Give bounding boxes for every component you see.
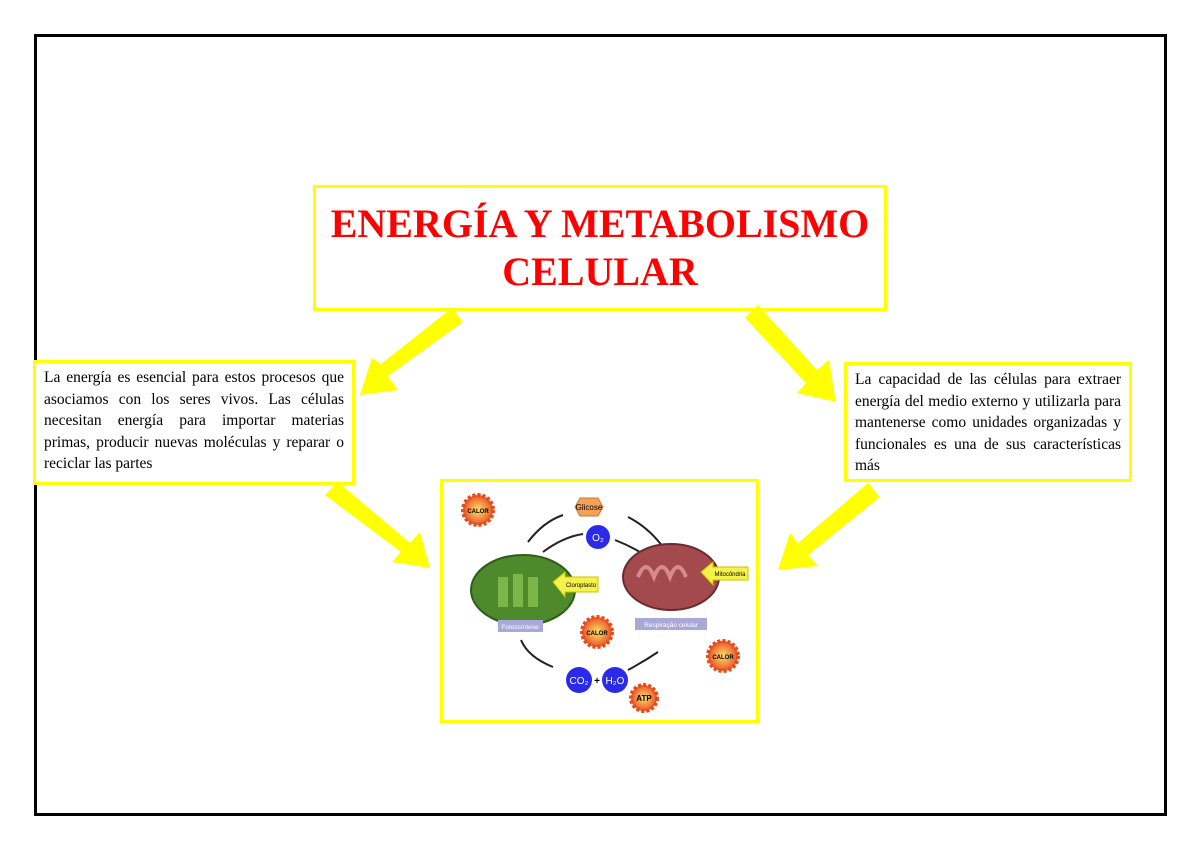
o2-label: O₂ [592,533,604,544]
mitocondria-label: Mitocôndria [714,572,746,578]
title-line-2: CELULAR [502,249,698,294]
calor-icon: CALOR [580,615,614,649]
page-title: ENERGÍA Y METABOLISMO CELULAR [331,200,870,296]
glicose-label: Glicose [576,503,603,512]
title-line-1: ENERGÍA Y METABOLISMO [330,201,870,246]
atp-icon: ATP [629,683,659,713]
title-box: ENERGÍA Y METABOLISMO CELULAR [313,185,887,311]
svg-text:CALOR: CALOR [467,509,489,515]
svg-text:CALOR: CALOR [712,655,734,661]
co2-label: CO₂ [570,676,589,687]
arrow-title-to-right [745,305,836,402]
respiracao-label: Respiração celular [644,622,699,629]
arrow-title-to-left [360,308,463,395]
arrow-left-to-diagram [325,482,430,568]
left-text-box: La energía es esencial para estos proces… [33,360,355,485]
calor-icon: CALOR [706,639,740,673]
plus-label: + [594,676,600,687]
calor-icon: CALOR [461,493,495,527]
svg-text:ATP: ATP [636,694,652,703]
arrow-right-to-diagram [778,483,880,570]
cloroplasto-label: Cloroplasto [566,583,597,589]
metabolism-diagram: CALOR CALOR CALOR ATP Glicose O₂ CO₂ + H… [440,479,759,723]
h2o-label: H₂O [606,676,625,687]
fotossintese-label: Fotossíntese [501,624,539,631]
svg-text:CALOR: CALOR [586,631,608,637]
right-text-box: La capacidad de las células para extraer… [844,362,1132,482]
